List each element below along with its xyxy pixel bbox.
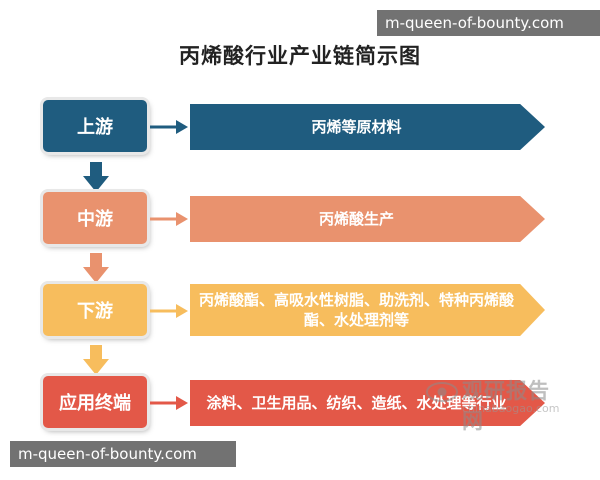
connector-terminal-arrow — [150, 396, 188, 410]
logo-url: chinabaogao.com — [462, 402, 560, 415]
down-arrow-3 — [83, 345, 109, 375]
stage-downstream: 下游 — [43, 284, 147, 336]
diagram-title: 丙烯酸行业产业链简示图 — [179, 43, 421, 68]
down-arrow-1 — [83, 162, 109, 192]
banner-midstream: 丙烯酸生产 — [190, 196, 545, 242]
connector-upstream-arrow — [150, 120, 188, 134]
stage-terminal: 应用终端 — [43, 376, 147, 428]
logo-watermark: 观研报告网 chinabaogao.com — [420, 375, 570, 433]
watermark-bottom: m-queen-of-bounty.com — [10, 441, 236, 467]
banner-upstream: 丙烯等原材料 — [190, 104, 545, 150]
connector-midstream-arrow — [150, 212, 188, 226]
connector-downstream-arrow — [150, 304, 188, 318]
logo-name: 观研报告网 — [462, 379, 550, 433]
stage-midstream: 中游 — [43, 192, 147, 244]
down-arrow-2 — [83, 253, 109, 283]
watermark-top: m-queen-of-bounty.com — [377, 10, 600, 36]
banner-terminal: 涂料、卫生用品、纺织、造纸、水处理等行业 — [190, 380, 545, 426]
eye-logo-icon — [426, 382, 458, 402]
stage-upstream: 上游 — [43, 100, 147, 152]
banner-downstream: 丙烯酸酯、高吸水性树脂、助洗剂、特种丙烯酸酯、水处理剂等 — [190, 284, 545, 336]
